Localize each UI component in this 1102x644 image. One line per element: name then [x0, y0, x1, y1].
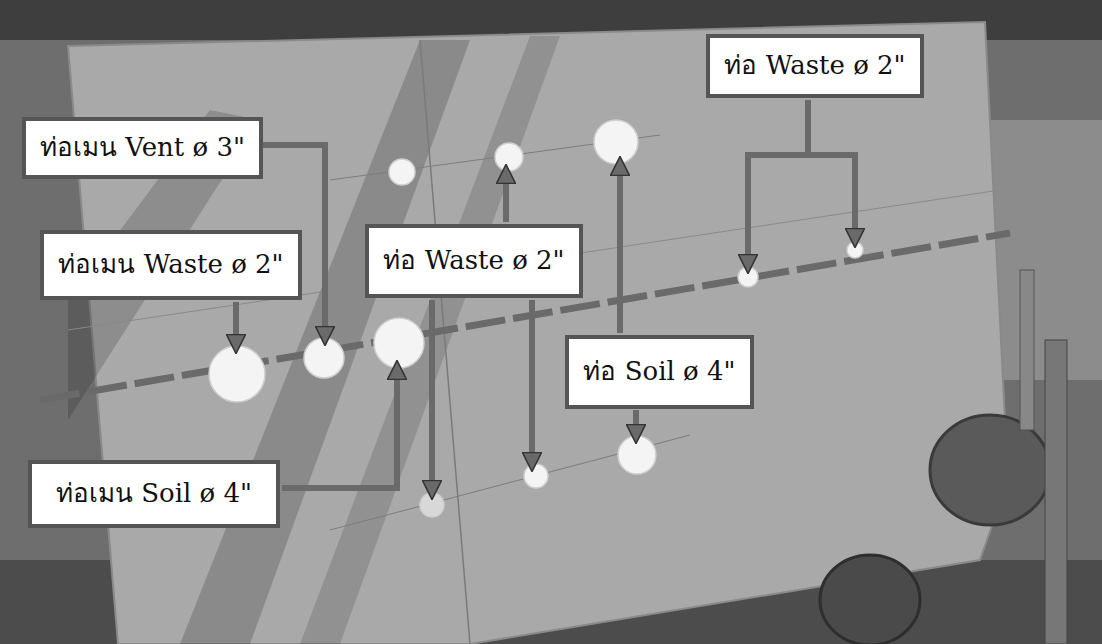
callout-box: ท่อเมน Waste ø 2" [40, 230, 302, 300]
pvc-pipe [930, 415, 1050, 525]
shadow-band [300, 36, 560, 644]
pipe-hole [618, 436, 656, 474]
pipe-hole [738, 267, 758, 287]
leader-arrow [282, 370, 397, 488]
leader-arrow [633, 410, 639, 434]
leader-lines [236, 100, 855, 490]
leader-arrow [429, 300, 435, 490]
pipe-hole [524, 464, 548, 488]
callout-label: ท่อเมน Vent ø 3" [40, 132, 245, 163]
pipe-hole [420, 493, 444, 517]
callout-box: ท่อ Soil ø 4" [565, 335, 754, 409]
pipe-hole [389, 159, 415, 185]
guide-line [330, 435, 690, 530]
callout-label: ท่อเมน Waste ø 2" [58, 249, 283, 280]
callout-box: ท่อเมน Soil ø 4" [28, 460, 280, 528]
callout-label: ท่อ Waste ø 2" [724, 50, 905, 81]
callout-box: ท่อ Waste ø 2" [706, 34, 924, 98]
leader-arrow [617, 166, 623, 333]
plywood-board [68, 22, 1008, 644]
pipe-hole [847, 242, 863, 258]
callout-label: ท่อ Soil ø 4" [583, 356, 735, 387]
board-seam [420, 40, 470, 644]
pvc-pipe [820, 555, 920, 644]
leader-arrow [233, 302, 239, 344]
pipe-holes [209, 120, 863, 517]
callout-label: ท่อ Waste ø 2" [383, 245, 564, 276]
pipe-hole [594, 120, 638, 164]
pipe-hole [374, 318, 424, 368]
leader-arrow [808, 155, 855, 238]
leader-arrow [503, 174, 509, 222]
callout-label: ท่อเมน Soil ø 4" [56, 478, 252, 509]
callout-box: ท่อ Waste ø 2" [365, 224, 583, 298]
callout-box: ท่อเมน Vent ø 3" [22, 117, 263, 179]
pipe-hole [209, 346, 265, 402]
pvc-pipe [1045, 340, 1067, 644]
pipe-hole [495, 143, 523, 171]
pipe-hole [304, 338, 344, 378]
pipe-slope-line [40, 233, 1010, 400]
leader-arrow [748, 100, 808, 264]
pvc-pipe [1020, 270, 1034, 430]
leader-arrow [529, 300, 535, 462]
